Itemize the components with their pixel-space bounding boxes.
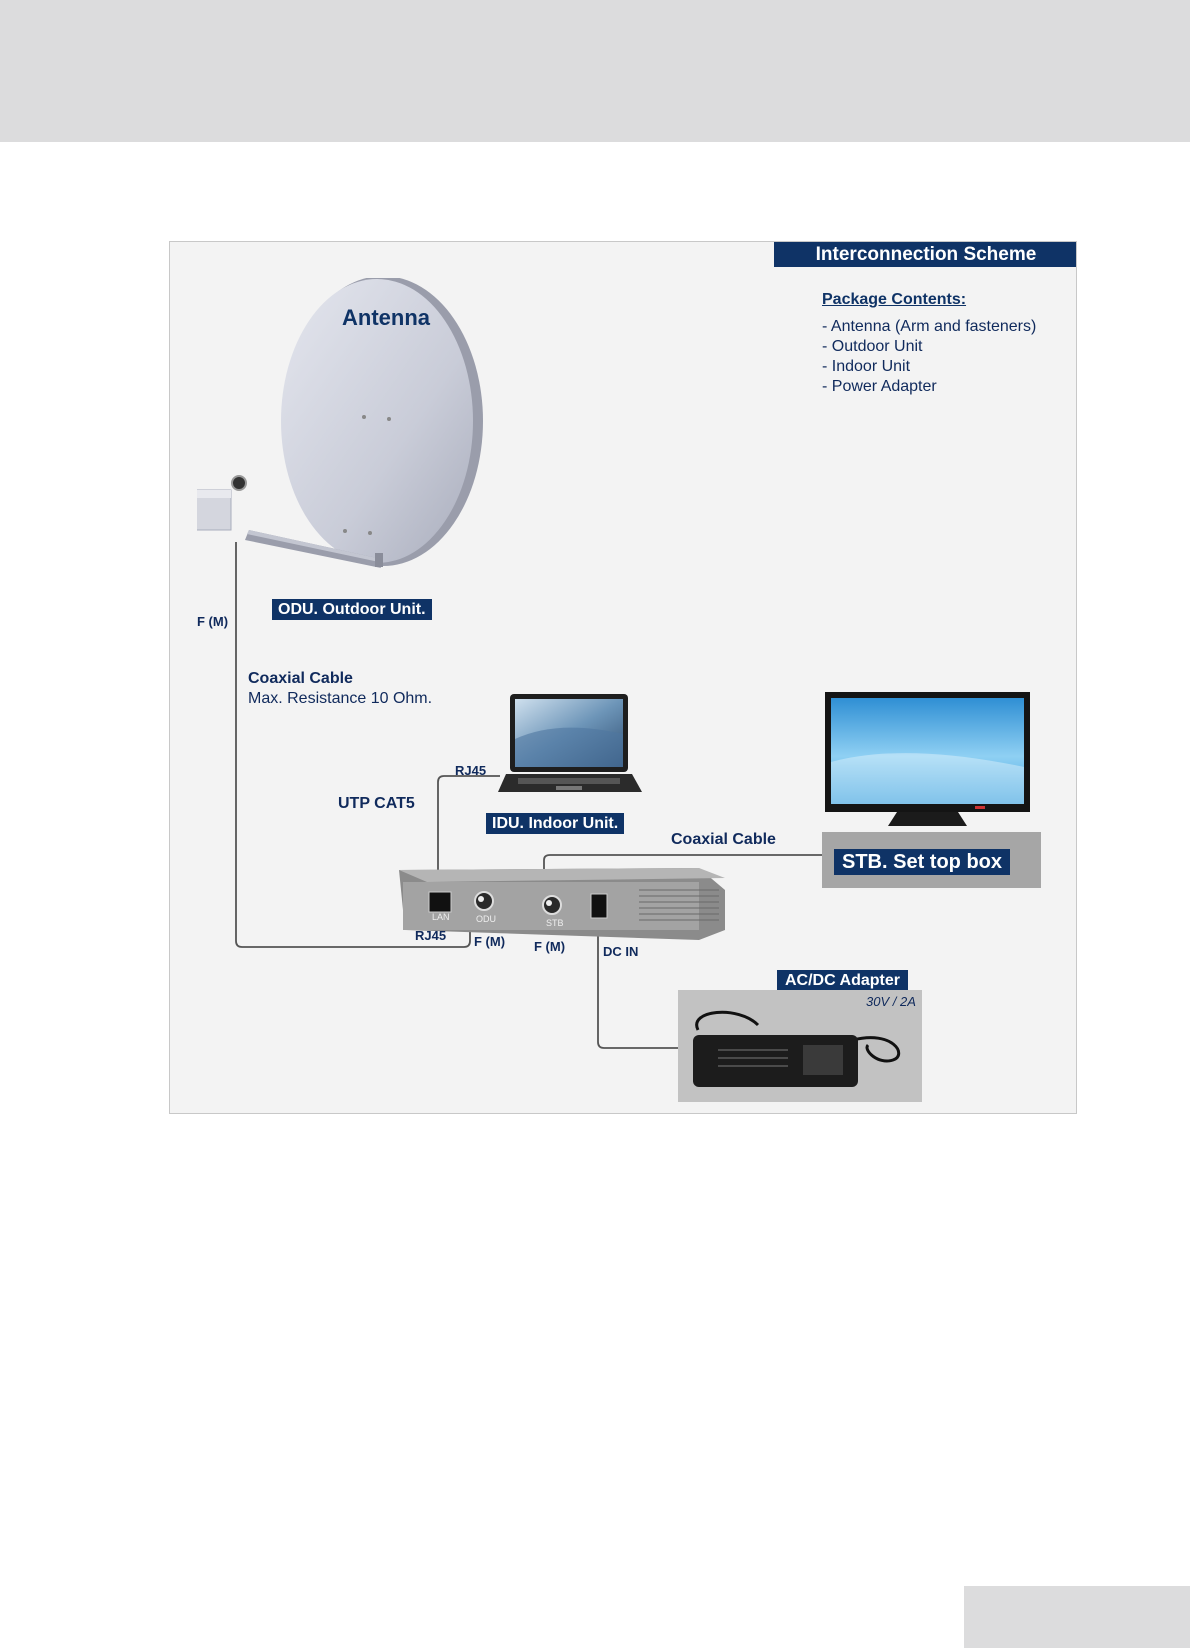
coax-cable-stb-label: Coaxial Cable	[671, 831, 776, 848]
stb-coax-cable	[543, 854, 822, 877]
package-contents-list: - Antenna (Arm and fasteners) - Outdoor …	[822, 317, 1036, 397]
indoor-unit-image	[399, 868, 725, 940]
interconnection-diagram: Interconnection Scheme Package Contents:…	[169, 241, 1077, 1114]
antenna-label: Antenna	[342, 305, 430, 330]
f-m-label-odu-port: F (M)	[474, 934, 506, 949]
idu-label: IDU. Indoor Unit.	[486, 813, 625, 834]
rj45-label-bottom: RJ45	[415, 928, 447, 943]
list-item: - Antenna (Arm and fasteners)	[822, 318, 1037, 335]
adapter-rating: 30V / 2A	[866, 994, 916, 1009]
stb-label: STB. Set top box	[834, 849, 1010, 875]
rj45-label-top: RJ45	[455, 763, 487, 778]
dc-in-label: DC IN	[603, 944, 639, 959]
odu-port-label: ODU	[476, 914, 496, 924]
ac-dc-adapter-label: AC/DC Adapter	[777, 970, 908, 991]
lan-port-label: LAN	[432, 912, 450, 922]
tv-image	[825, 692, 1030, 826]
cable-lines	[235, 542, 822, 1049]
page-corner-box	[964, 1586, 1190, 1648]
header-band	[0, 0, 1190, 142]
coax-cable-note: Max. Resistance 10 Ohm.	[248, 690, 433, 707]
list-item: - Power Adapter	[822, 378, 937, 395]
utp-cable	[437, 775, 500, 912]
coax-cable-title: Coaxial Cable	[248, 670, 353, 687]
list-item: - Indoor Unit	[822, 358, 911, 375]
power-adapter-image	[678, 990, 922, 1102]
utp-cat5-label: UTP CAT5	[338, 795, 415, 812]
laptop-image	[498, 694, 642, 792]
list-item: - Outdoor Unit	[822, 338, 923, 355]
f-m-label-stb-port: F (M)	[534, 939, 566, 954]
stb-port-label: STB	[546, 918, 564, 928]
antenna-dish-image	[197, 278, 483, 568]
f-m-label-odu-cable: F (M)	[197, 614, 229, 629]
package-contents-title: Package Contents:	[822, 291, 967, 308]
scheme-title: Interconnection Scheme	[774, 242, 1076, 267]
dc-cable	[597, 907, 678, 1049]
odu-coax-cable	[235, 542, 471, 948]
odu-label: ODU. Outdoor Unit.	[272, 599, 432, 620]
